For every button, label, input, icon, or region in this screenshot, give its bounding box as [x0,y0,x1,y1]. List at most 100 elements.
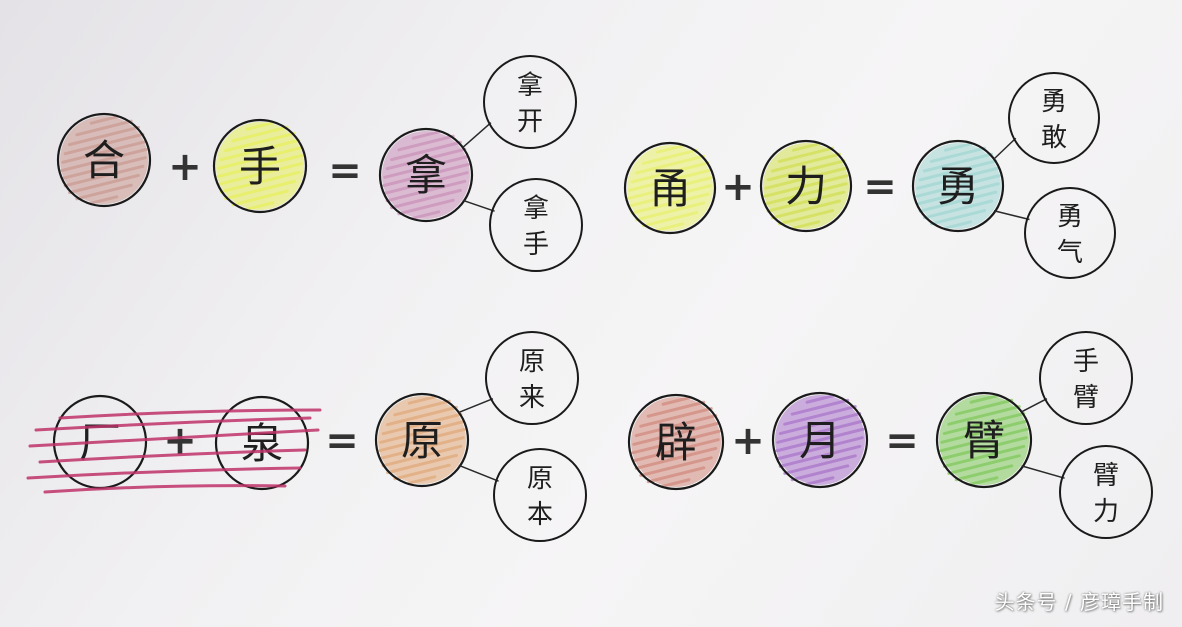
word-character: 勇 [1057,202,1083,232]
component-circle-2: 手 [212,118,308,214]
hanzi-character: 泉 [241,419,283,468]
circle-outline [374,392,470,488]
pencil-stroke [783,405,857,426]
circle-outline [911,139,1005,233]
pencil-stroke [219,138,301,162]
pencil-stroke [641,148,699,165]
word-character: 来 [519,383,545,413]
pencil-stroke [791,220,821,230]
pencil-stroke [655,222,685,232]
pencil-stroke [775,427,865,453]
circle-outline [623,141,717,235]
component-circle-2: 月 [771,391,869,489]
pencil-stroke [393,463,451,481]
component-circle-1: 合 [56,112,152,208]
pencil-stroke [231,189,289,207]
pencil-stroke [783,454,857,475]
word-character: 臂 [1073,383,1099,413]
pencil-stroke [407,475,437,485]
connector-line [458,464,499,482]
pencil-stroke [947,405,1021,426]
result-circle: 臂 [935,391,1033,489]
word-circle-outline [483,55,577,149]
pencil-stroke [231,125,289,143]
hanzi-character: 手 [239,142,281,191]
pencil-stroke [75,183,133,201]
pencil-stroke [634,201,706,222]
pencil-stroke [390,188,462,210]
circle-outline [212,118,308,214]
plus-sign: + [163,418,197,464]
pencil-stroke [224,179,296,201]
word-character: 敢 [1041,123,1067,153]
pencil-stroke [632,421,720,446]
pencil-stroke [770,152,842,173]
hanzi-character: 臂 [963,416,1005,465]
connector-line [462,122,492,148]
scribble-line [26,466,302,480]
word-circle-1: 勇敢 [1008,72,1100,164]
word-circle-1: 手臂 [1039,331,1133,425]
pencil-stroke [661,396,691,406]
pencil-stroke [764,182,848,206]
pencil-stroke [805,394,835,404]
component-circle-1: 甬 [623,141,717,235]
word-character: 拿 [523,194,549,224]
pencil-stroke [954,398,1014,416]
pencil-stroke [63,132,145,156]
connector-line [993,210,1030,221]
pencil-stroke [216,154,304,178]
pencil-stroke [646,466,706,484]
word-circle-outline [1039,331,1133,425]
pencil-stroke [381,444,463,468]
pencil-stroke [639,407,713,428]
pencil-stroke [947,454,1021,475]
pencil-stroke [776,436,864,461]
pencil-stroke [383,155,469,179]
pencil-stroke [770,199,842,220]
pencil-stroke [630,161,710,184]
word-circle-2: 臂力 [1059,445,1153,539]
pencil-stroke [630,192,710,215]
word-character: 气 [1057,238,1083,268]
pencil-stroke [776,419,864,444]
pencil-stroke [646,400,706,418]
circle-outline [378,127,474,223]
result-circle: 勇 [911,139,1005,233]
pencil-stroke [224,131,296,153]
pencil-stroke [777,146,835,163]
word-circle-1: 拿开 [483,55,577,149]
pencil-stroke [929,146,987,163]
equals-sign: = [325,418,359,464]
pencil-stroke [778,412,862,436]
pencil-stroke [918,190,998,213]
pencil-stroke [940,419,1028,444]
pencil-stroke [411,130,441,140]
scribble-line [43,484,287,494]
equals-sign: = [863,164,897,210]
hanzi-character: 勇 [937,162,979,211]
scribble-line [34,416,312,432]
pencil-stroke [217,146,303,170]
pencil-stroke [385,147,467,171]
pencil-stroke [661,478,691,488]
word-character: 原 [519,347,545,377]
pencil-stroke [942,444,1026,468]
pencil-stroke [89,115,119,125]
hanzi-character: 力 [785,162,827,211]
pencil-stroke [379,420,465,444]
plus-sign: + [721,164,755,210]
pencil-stroke [411,210,441,220]
pencil-stroke [63,164,145,188]
circle-outline [627,393,725,491]
word-character: 原 [527,464,553,494]
pencil-stroke [915,174,1001,198]
pencil-stroke [628,168,712,192]
pencil-stroke [790,464,850,482]
circle-outline [935,391,1033,489]
pencil-stroke [916,166,1000,190]
hanzi-character: 月 [799,416,841,465]
pencil-stroke [386,405,458,427]
pencil-stroke [245,121,275,131]
